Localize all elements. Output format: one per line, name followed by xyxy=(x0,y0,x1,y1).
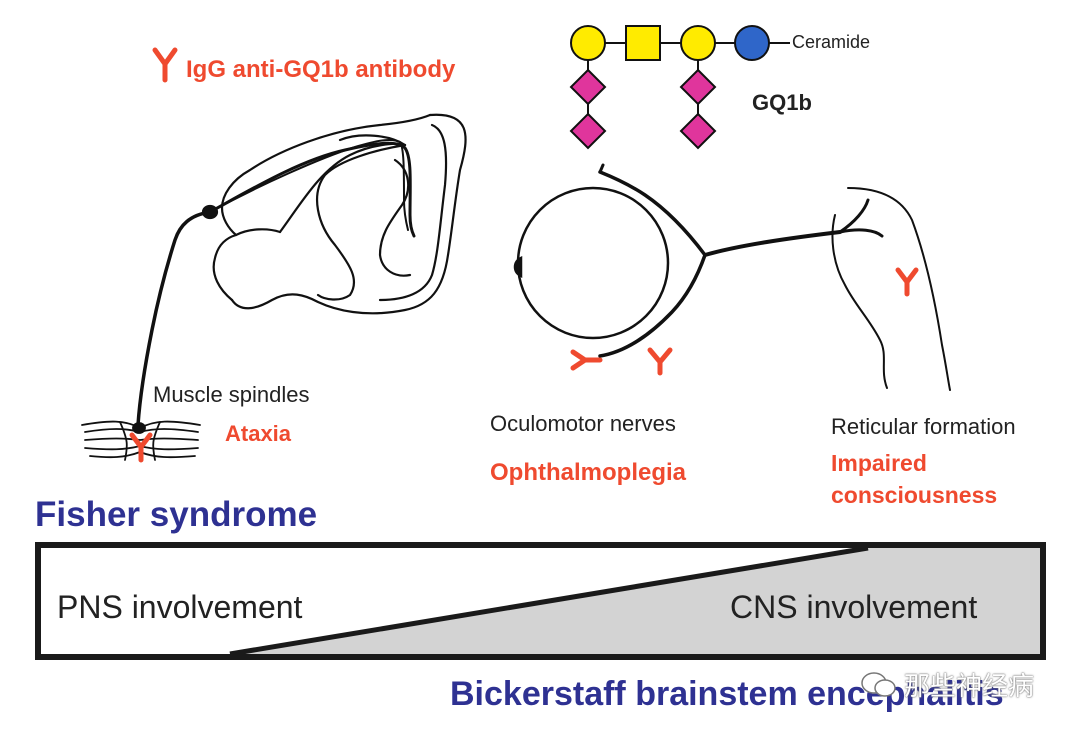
antibody-brainstem-icon xyxy=(895,267,919,297)
reticular-formation-label: Reticular formation xyxy=(831,414,1016,439)
glucose-circle xyxy=(734,25,770,61)
ceramide-label: Ceramide xyxy=(792,32,871,52)
sialic-acid-diamond-3 xyxy=(679,68,717,106)
spinal-cord-illustration xyxy=(136,113,467,427)
sialic-acid-diamond-1 xyxy=(569,68,607,106)
watermark: 那些神经病 xyxy=(860,666,1034,703)
eye-illustration xyxy=(513,163,884,358)
brainstem-illustration xyxy=(831,187,951,391)
gq1b-label: GQ1b xyxy=(752,90,812,115)
antibody-legend-label: IgG anti-GQ1b antibody xyxy=(186,56,456,83)
pns-involvement-label: PNS involvement xyxy=(57,589,303,625)
antibody-eye-icon-1 xyxy=(570,349,603,371)
antibody-legend-icon xyxy=(152,47,178,83)
galactose-circle-1 xyxy=(570,25,606,61)
impaired-label: Impaired xyxy=(831,450,927,476)
bickerstaff-title: Bickerstaff brainstem encephalitis xyxy=(450,675,1004,713)
gq1b-glycan-structure xyxy=(569,25,790,150)
muscle-spindles-label: Muscle spindles xyxy=(153,382,310,407)
antibody-symbols xyxy=(129,47,919,463)
glucose-square xyxy=(625,25,661,61)
antibody-eye-icon-2 xyxy=(647,347,673,376)
consciousness-label: consciousness xyxy=(831,482,998,508)
antibody-muscle-icon xyxy=(129,432,153,463)
fisher-syndrome-title: Fisher syndrome xyxy=(35,495,318,534)
watermark-text: 那些神经病 xyxy=(904,671,1035,701)
galactose-circle-2 xyxy=(680,25,716,61)
cns-involvement-label: CNS involvement xyxy=(730,589,978,625)
sialic-acid-diamond-2 xyxy=(569,112,607,150)
sialic-acid-diamond-4 xyxy=(679,112,717,150)
ophthalmoplegia-label: Ophthalmoplegia xyxy=(490,459,687,486)
wechat-icon xyxy=(860,671,898,699)
oculomotor-nerves-label: Oculomotor nerves xyxy=(490,411,676,436)
spectrum-bar xyxy=(35,542,1046,660)
ataxia-label: Ataxia xyxy=(225,421,292,446)
